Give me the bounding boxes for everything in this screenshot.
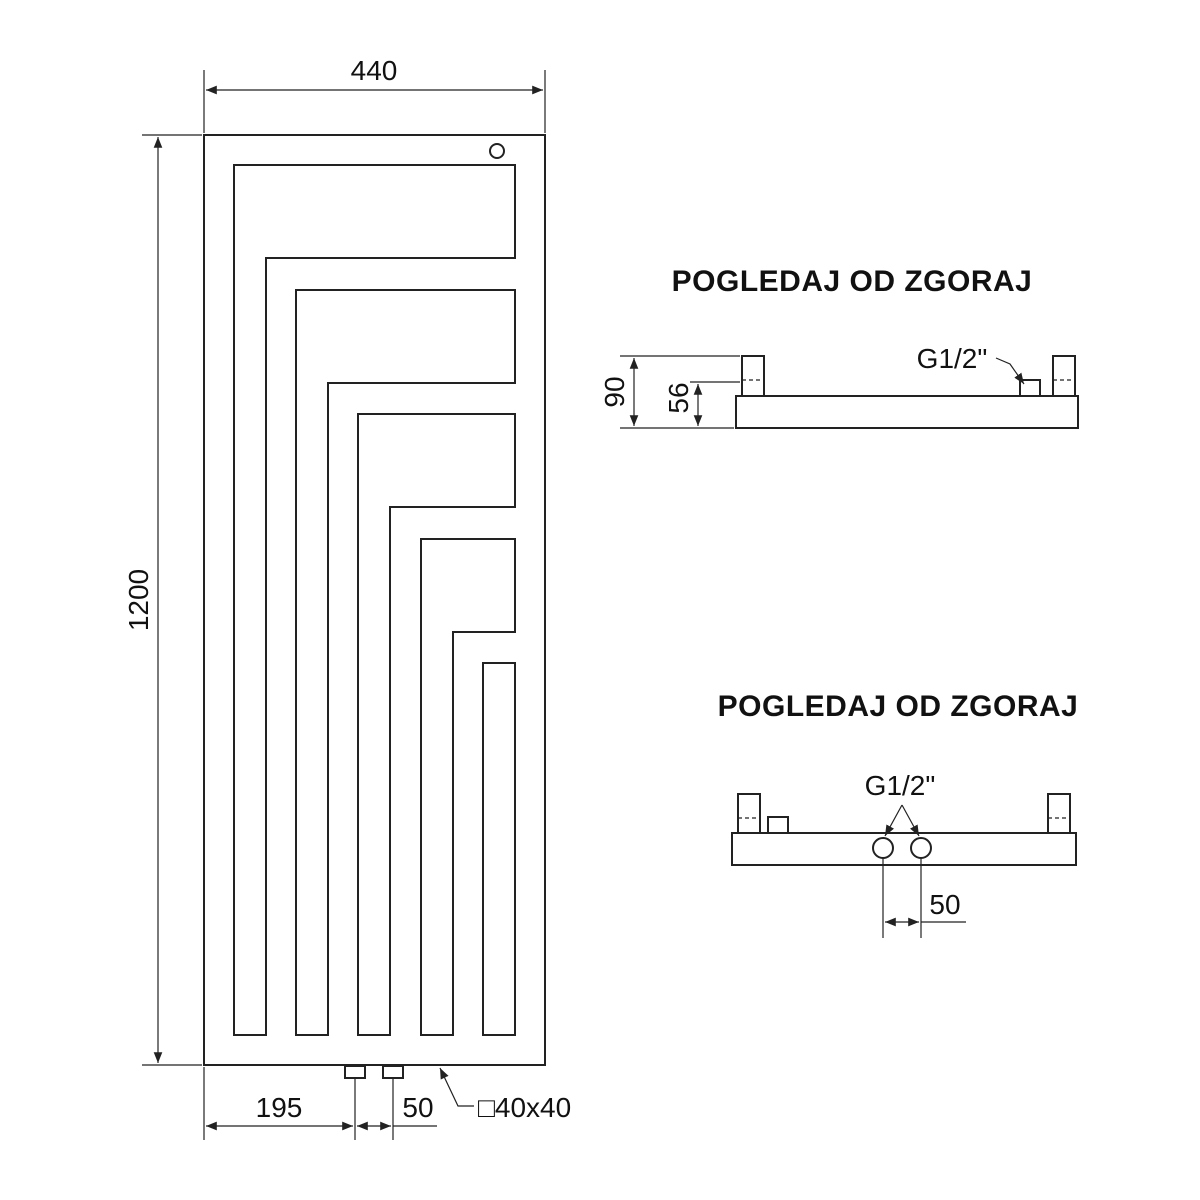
profile-label: □40x40 <box>478 1092 571 1123</box>
tube-bar-5 <box>482 662 516 1036</box>
top-view-2: POGLEDAJ OD ZGORAJ G1/2" 50 <box>718 690 1079 938</box>
connection-right-icon <box>910 837 932 859</box>
radiator-frame <box>203 134 546 1066</box>
view-title: POGLEDAJ OD ZGORAJ <box>718 690 1079 723</box>
view-title: POGLEDAJ OD ZGORAJ <box>672 265 1033 298</box>
vent-icon <box>489 143 505 159</box>
wall-bracket-right <box>1047 793 1071 834</box>
tube-loop-1 <box>233 164 516 1036</box>
connection-left-icon <box>872 837 894 859</box>
depth-label: 90 <box>599 376 630 407</box>
wall-bracket-right <box>1052 355 1076 397</box>
thread-leader-right <box>901 804 920 837</box>
wall-bracket-left <box>741 355 765 397</box>
thread-connector <box>1019 379 1041 397</box>
width-label: 440 <box>351 55 398 86</box>
tube-loop-3 <box>357 413 516 1036</box>
radiator-body <box>731 832 1077 866</box>
connector-right <box>382 1065 404 1079</box>
body-label: 56 <box>663 382 694 413</box>
connector-left <box>344 1065 366 1079</box>
wall-bracket-left <box>737 793 761 834</box>
tube-loop-4 <box>420 538 516 1036</box>
thread-leader-left <box>884 804 903 837</box>
spacing-label: 50 <box>929 889 960 920</box>
profile-leader <box>439 1067 474 1107</box>
front-view: 440 1200 195 50 □40x40 <box>123 55 571 1140</box>
offset-label: 195 <box>256 1092 303 1123</box>
top-view-1: POGLEDAJ OD ZGORAJ 90 56 G1/2" <box>599 265 1079 429</box>
thread-leader <box>995 357 1025 385</box>
tube-loop-2 <box>295 289 516 1036</box>
thread-label: G1/2" <box>917 343 988 374</box>
vent-nipple <box>767 816 789 834</box>
height-label: 1200 <box>123 569 154 631</box>
pipe-spacing-label: 50 <box>402 1092 433 1123</box>
thread-label: G1/2" <box>865 770 936 801</box>
radiator-body <box>735 395 1079 429</box>
